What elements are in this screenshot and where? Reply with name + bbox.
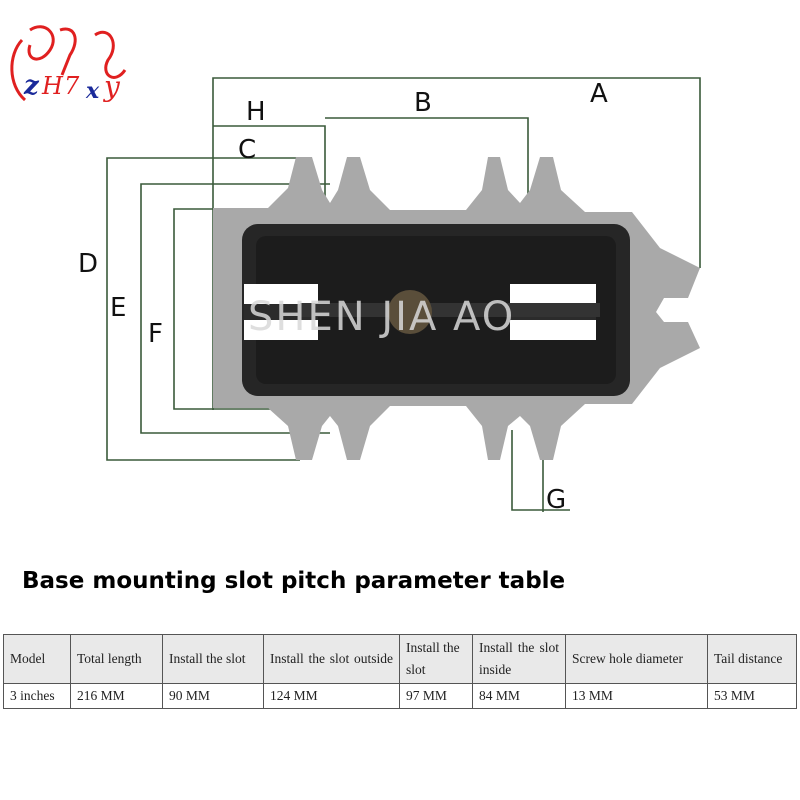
slot-diagram: z H 7 x y SHEN JIA AO A B C <box>10 25 701 515</box>
label-f: F <box>148 319 163 349</box>
watermark: SHEN JIA AO <box>248 294 515 340</box>
header-cell: Screw hole diameter <box>565 634 708 684</box>
table-header-row: Model Total length Install the slot Inst… <box>3 634 797 684</box>
label-b: B <box>414 88 432 118</box>
label-e: E <box>110 293 126 323</box>
header-cell: Tail distance <box>707 634 797 684</box>
label-d: D <box>78 249 98 279</box>
label-g: G <box>546 485 566 515</box>
screw-head <box>388 290 432 334</box>
label-c: C <box>238 135 256 165</box>
header-cell: Install the slot <box>399 634 473 684</box>
svg-text:z: z <box>23 71 40 101</box>
table-cell: 13 MM <box>565 683 708 709</box>
table-cell: 84 MM <box>472 683 566 709</box>
label-h: H <box>246 97 266 127</box>
table-cell: 90 MM <box>162 683 264 709</box>
header-cell: Install the slot <box>162 634 264 684</box>
table-title: Base mounting slot pitch parameter table <box>22 568 566 594</box>
table-row: 3 inches 216 MM 90 MM 124 MM 97 MM 84 MM… <box>3 683 797 709</box>
header-cell: Install the slot inside <box>472 634 566 684</box>
header-cell: Install the slot outside <box>263 634 400 684</box>
table-cell: 124 MM <box>263 683 400 709</box>
svg-text:7: 7 <box>64 72 80 100</box>
header-cell: Model <box>3 634 71 684</box>
svg-text:y: y <box>102 70 121 103</box>
svg-text:x: x <box>85 78 100 104</box>
label-a: A <box>590 79 608 109</box>
brand-logo: z H 7 x y <box>10 25 127 104</box>
table-cell: 3 inches <box>3 683 71 709</box>
table-cell: 216 MM <box>70 683 163 709</box>
table-cell: 53 MM <box>707 683 797 709</box>
table-cell: 97 MM <box>399 683 473 709</box>
header-cell: Total length <box>70 634 163 684</box>
svg-text:H: H <box>41 72 64 100</box>
parameter-table: Model Total length Install the slot Inst… <box>3 634 797 709</box>
diagram-svg: z H 7 x y SHEN JIA AO A B C <box>10 25 701 515</box>
